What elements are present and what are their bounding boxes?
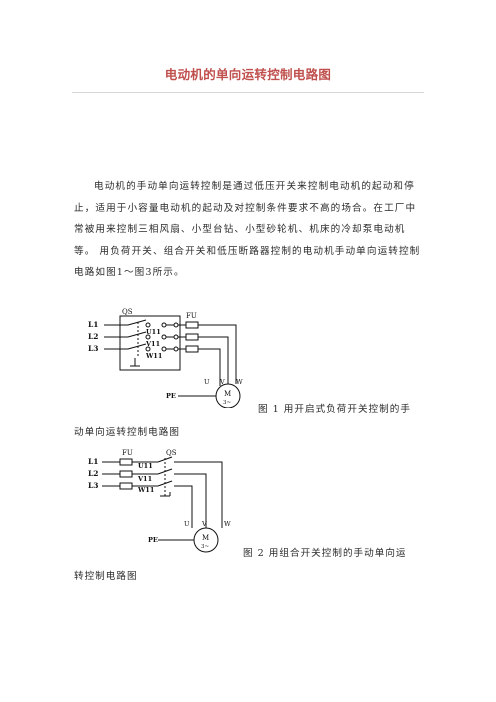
title-divider	[72, 92, 424, 93]
w-label: W	[236, 378, 243, 386]
w-label: W	[224, 520, 231, 528]
u11-label: U11	[138, 462, 153, 470]
pe-label: PE	[148, 536, 158, 544]
figure-2-caption-cont: 转控制电路图	[74, 571, 138, 582]
w11-label: W11	[145, 352, 162, 360]
v-label: V	[219, 378, 225, 386]
figure-1-caption-cont: 动单向运转控制电路图	[74, 427, 180, 438]
fu-label: FU	[122, 449, 133, 457]
v11-label: V11	[137, 475, 152, 483]
l3-label: L3	[88, 481, 99, 490]
l2-label: L2	[88, 469, 99, 478]
figure-1-circuit-diagram: QS FU L1 L2 L3 U11 V11 W11 U V W PE M 3~	[88, 308, 243, 408]
motor-phase-label: 3~	[201, 544, 209, 550]
fu-label: FU	[186, 312, 197, 320]
pe-label: PE	[166, 392, 176, 400]
u-label: U	[204, 378, 210, 386]
l1-label: L1	[88, 457, 99, 466]
figure-2-circuit-diagram: FU QS L1 L2 L3 U11 V11 W11 U V W PE M 3~	[88, 449, 231, 553]
v-label: V	[201, 520, 207, 528]
w11-label: W11	[137, 486, 154, 494]
qs-label: QS	[122, 308, 133, 316]
l1-label: L1	[88, 320, 99, 329]
motor-phase-label: 3~	[223, 400, 231, 406]
u-label: U	[184, 520, 190, 528]
page-title: 电动机的单向运转控制电路图	[164, 67, 332, 82]
motor-label: M	[224, 390, 231, 398]
v11-label: V11	[145, 340, 160, 348]
u11-label: U11	[146, 328, 161, 336]
l2-label: L2	[88, 332, 99, 341]
body-paragraph: 电动机的手动单向运转控制是通过低压开关来控制电动机的起动和停止，适用于小容量电动…	[74, 181, 421, 279]
figure-2-caption: 图 2 用组合开关控制的手动单向运	[243, 548, 407, 559]
qs-label: QS	[166, 449, 177, 457]
motor-label: M	[202, 534, 209, 542]
figure-1-caption: 图 1 用开启式负荷开关控制的手	[258, 404, 411, 415]
l3-label: L3	[88, 344, 99, 353]
